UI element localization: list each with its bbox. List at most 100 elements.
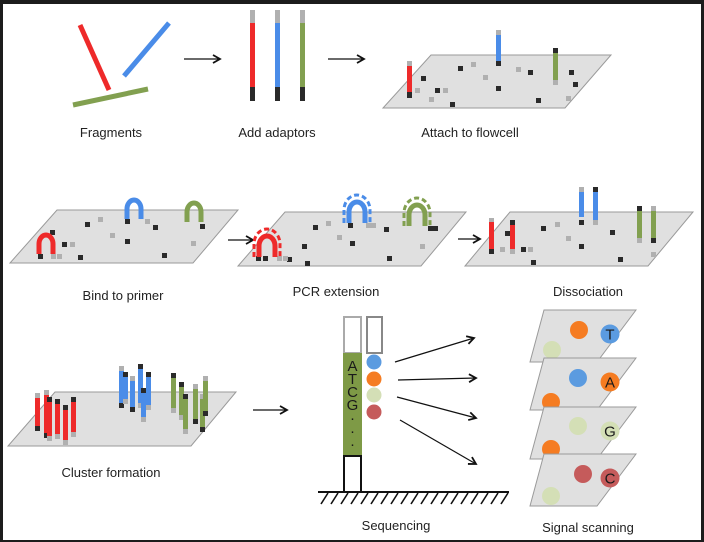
ground-hatch — [320, 492, 509, 505]
label-bind: Bind to primer — [83, 288, 165, 303]
primer-light — [483, 75, 488, 80]
primer-dark — [305, 261, 310, 266]
primer-dark — [521, 247, 526, 252]
primer-dark — [38, 254, 43, 259]
primer-dark — [85, 222, 90, 227]
primer-dark — [302, 244, 307, 249]
primer-dark — [421, 76, 426, 81]
sequence-base: · — [350, 410, 355, 427]
primer-dark — [153, 225, 158, 230]
label-sequencing: Sequencing — [362, 518, 431, 533]
primer-light — [566, 236, 571, 241]
primer-light — [337, 235, 342, 240]
label-fragments: Fragments — [80, 125, 143, 140]
primer-light — [500, 247, 505, 252]
primer-dark — [125, 239, 130, 244]
cluster-strand — [193, 384, 198, 424]
primer-light — [443, 88, 448, 93]
label-pcr: PCR extension — [293, 284, 380, 299]
signal-dot — [569, 417, 587, 435]
primer-light — [420, 244, 425, 249]
strand-blue — [496, 30, 501, 66]
strand-red — [250, 10, 255, 101]
primer-dark — [435, 88, 440, 93]
sequence-base: · — [350, 436, 355, 453]
primer-dark — [579, 244, 584, 249]
primer-dark — [387, 256, 392, 261]
signal-dot — [542, 487, 560, 505]
signal-dot — [569, 369, 587, 387]
primer-light — [191, 241, 196, 246]
fragment-blue — [122, 21, 171, 78]
primer-light — [415, 88, 420, 93]
cluster-strand — [130, 376, 135, 412]
cluster-strand — [138, 364, 143, 408]
primer-dark — [384, 227, 389, 232]
primer-light — [98, 217, 103, 222]
cluster-strand — [35, 393, 40, 431]
cluster-strand — [183, 394, 188, 434]
primer-dark — [78, 255, 83, 260]
dye-lightgreen — [366, 387, 382, 403]
primer-dark — [162, 253, 167, 258]
flowcell-dissociation — [463, 187, 695, 267]
primer-light — [110, 233, 115, 238]
primer-dark — [348, 223, 353, 228]
cluster-strand — [63, 405, 68, 445]
scan-layer: C — [529, 453, 637, 507]
primer-light — [566, 96, 571, 101]
base-call-dot — [600, 468, 620, 488]
cluster-strand — [179, 382, 184, 420]
scan-layer: A — [529, 357, 637, 411]
workflow-diagram: Fragments Add adaptors — [6, 10, 695, 535]
primer-dark — [505, 231, 510, 236]
primer-dark — [541, 226, 546, 231]
primer-light — [283, 256, 288, 261]
label-add-adaptors: Add adaptors — [238, 125, 316, 140]
primer-dark — [531, 260, 536, 265]
primer-light — [326, 221, 331, 226]
primer-light — [145, 219, 150, 224]
strand-green — [300, 10, 305, 101]
signal-dot — [574, 465, 592, 483]
signal-scanning-layers: TAG C — [529, 309, 637, 507]
strand-green — [553, 48, 558, 85]
cluster-strand — [71, 397, 76, 437]
bridge-red — [36, 232, 56, 254]
strand-red — [407, 61, 412, 98]
primer-dark — [428, 226, 433, 231]
cluster-strand — [119, 366, 124, 408]
primer-light — [371, 223, 376, 228]
scan-layer: G — [529, 406, 637, 460]
signal-arrows — [394, 335, 478, 465]
scan-layer: T — [529, 309, 637, 363]
diagram-canvas: Fragments Add adaptors — [3, 4, 701, 540]
fragment-green — [72, 86, 149, 108]
primer-dark — [536, 98, 541, 103]
base-call-label: T — [605, 327, 614, 344]
primer-dark — [433, 226, 438, 231]
label-dissociation: Dissociation — [553, 284, 623, 299]
cluster-strand — [146, 372, 151, 410]
sequence-base: A — [347, 358, 357, 375]
base-call-label: C — [605, 471, 616, 488]
sequence-base: T — [348, 371, 357, 388]
primer-dark — [62, 242, 67, 247]
flowcell-cluster — [6, 364, 238, 447]
bridge-green — [184, 200, 204, 222]
fragment-red — [77, 23, 112, 92]
primer-light — [651, 252, 656, 257]
dye-red — [366, 404, 382, 420]
primer-light — [51, 254, 56, 259]
fragments-illustration — [72, 21, 171, 108]
primer-light — [471, 62, 476, 67]
flowcell-pcr — [236, 193, 468, 267]
cluster-strand — [123, 372, 128, 404]
base-call-label: G — [604, 424, 616, 441]
primer-dark — [573, 82, 578, 87]
sequence-base: C — [347, 384, 358, 401]
cluster-strand — [200, 394, 205, 432]
label-scanning: Signal scanning — [542, 520, 634, 535]
base-call-dot — [600, 324, 620, 344]
